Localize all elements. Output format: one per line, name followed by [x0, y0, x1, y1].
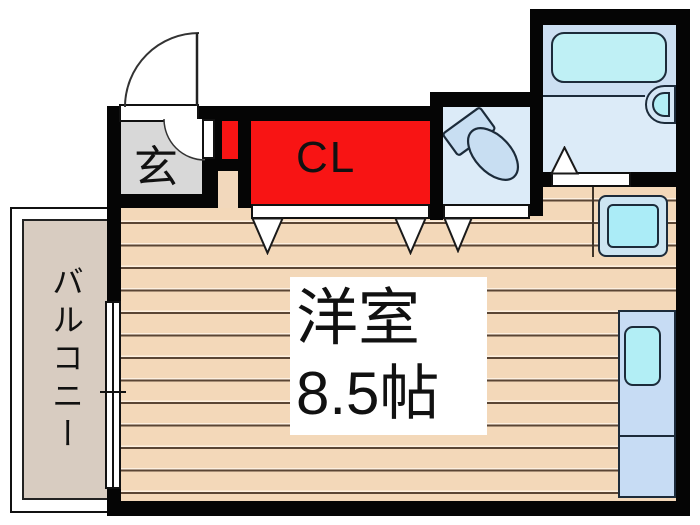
- wall-right: [676, 9, 690, 516]
- wall-under-storage: [214, 159, 251, 171]
- closet-area: [251, 121, 430, 204]
- wall-closet-toilet: [430, 107, 443, 220]
- balcony-area: バルコニー: [22, 219, 110, 500]
- window-pane-line: [112, 303, 114, 487]
- kitchen-counter-divider: [618, 435, 676, 437]
- western-room-label-box: 洋室 8.5帖: [290, 277, 487, 435]
- bathtub: [551, 32, 667, 83]
- entry-doorway-opening: [119, 104, 199, 122]
- wall-bottom: [107, 501, 690, 516]
- interior-door-leaf: [202, 119, 215, 159]
- sliding-window: [105, 301, 121, 489]
- entrance-label: 玄: [134, 143, 178, 192]
- entrance-passage-floor: [218, 170, 238, 208]
- wall-entrance-bottom: [107, 194, 218, 208]
- floor-boundary-line: [592, 187, 594, 257]
- western-room-size: 8.5帖: [296, 360, 440, 427]
- bathroom-divider-line: [543, 95, 645, 97]
- toilet: [443, 107, 520, 181]
- closet-door-opening: [251, 204, 430, 219]
- toilet-door-opening: [443, 204, 530, 219]
- closet-door-triangle-right: [394, 217, 427, 255]
- closet-label: CL: [296, 133, 357, 182]
- bathroom-door-opening: [551, 172, 631, 187]
- closet-door-triangle-left: [251, 217, 284, 255]
- storage-strip: [222, 121, 238, 159]
- wall-top-bathroom: [530, 9, 690, 25]
- interior-door-swing-arc: [163, 118, 206, 161]
- window-center-tick: [100, 391, 126, 393]
- toilet-bowl: [466, 127, 520, 181]
- wall-top-toilet: [430, 92, 543, 107]
- wall-storage-right-of-door: [214, 121, 222, 171]
- wall-bath-bottom-right: [630, 172, 676, 187]
- washbasin-bowl: [652, 92, 670, 117]
- toilet-door-triangle: [443, 217, 473, 253]
- western-room-name: 洋室: [296, 284, 421, 353]
- wall-bath-bottom-left: [543, 172, 553, 187]
- wall-bathroom-left: [530, 25, 543, 216]
- kitchen-sink: [624, 326, 661, 386]
- entry-door-swing-arc: [124, 32, 200, 108]
- balcony-label: バルコニー: [48, 264, 84, 455]
- bathroom-door-triangle: [550, 146, 579, 175]
- washing-machine: [607, 204, 659, 248]
